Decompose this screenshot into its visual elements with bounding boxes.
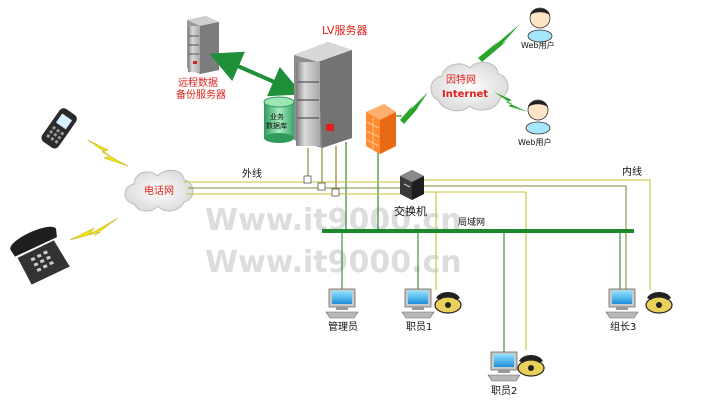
switch-label: 交换机 — [394, 204, 427, 218]
workstation-leader3-label: 组长3 — [610, 320, 636, 333]
lv-server-label: LV服务器 — [322, 24, 367, 37]
staff1-phone-icon — [434, 292, 462, 314]
internet-link-lightning — [400, 92, 428, 124]
inside-lines — [424, 179, 651, 350]
internet-label-en: Internet — [442, 89, 488, 100]
workstation-staff1-label: 职员1 — [406, 321, 432, 333]
backup-sync-arrow — [209, 51, 303, 97]
web-user-label-1: Web用户 — [521, 40, 554, 50]
backup-server-label-line2: 备份服务器 — [176, 88, 226, 101]
lan-drops — [341, 231, 621, 352]
inside-line-label: 内线 — [622, 165, 642, 178]
mobile-link-lightning — [87, 139, 129, 167]
workstation-admin-icon — [325, 288, 359, 319]
web-user2-lightning — [494, 92, 528, 112]
phone-network-cloud-icon — [124, 169, 194, 212]
internet-label-cn: 因特网 — [446, 74, 476, 86]
database-label-line1: 业务 — [270, 112, 284, 121]
switch-icon — [400, 170, 424, 200]
workstation-staff1-icon — [401, 288, 435, 319]
backup-server-label-line1: 远程数据 — [178, 76, 218, 89]
watermark-text-2: Www.it9000.cn — [205, 245, 462, 280]
deskphone-link-lightning — [69, 217, 119, 241]
web-user-label-2: Web用户 — [518, 137, 551, 147]
lv-server-icon — [294, 42, 352, 148]
leader3-phone-icon — [645, 292, 673, 314]
mobile-phone-icon — [41, 108, 77, 149]
outside-line-label: 外线 — [242, 167, 262, 180]
database-icon — [263, 96, 295, 143]
outside-lines — [184, 181, 400, 195]
internet-cloud-icon — [430, 61, 509, 112]
database-label-line2: 数据库 — [266, 121, 287, 130]
phone-network-label: 电话网 — [144, 184, 174, 197]
lan-label: 局域网 — [458, 216, 485, 228]
firewall-icon — [366, 104, 396, 154]
workstation-admin-label: 管理员 — [328, 320, 358, 333]
web-user1-lightning — [478, 24, 520, 62]
workstation-staff2-icon — [487, 351, 521, 382]
web-user-icon-2 — [525, 99, 551, 135]
workstation-staff2-label: 职员2 — [491, 385, 517, 397]
workstation-leader3-icon — [605, 288, 639, 319]
desk-phone-icon — [10, 226, 70, 285]
web-user-icon-1 — [527, 7, 553, 43]
backup-server-icon — [187, 16, 219, 74]
line-connectors — [303, 175, 340, 197]
staff2-phone-icon — [517, 355, 545, 377]
